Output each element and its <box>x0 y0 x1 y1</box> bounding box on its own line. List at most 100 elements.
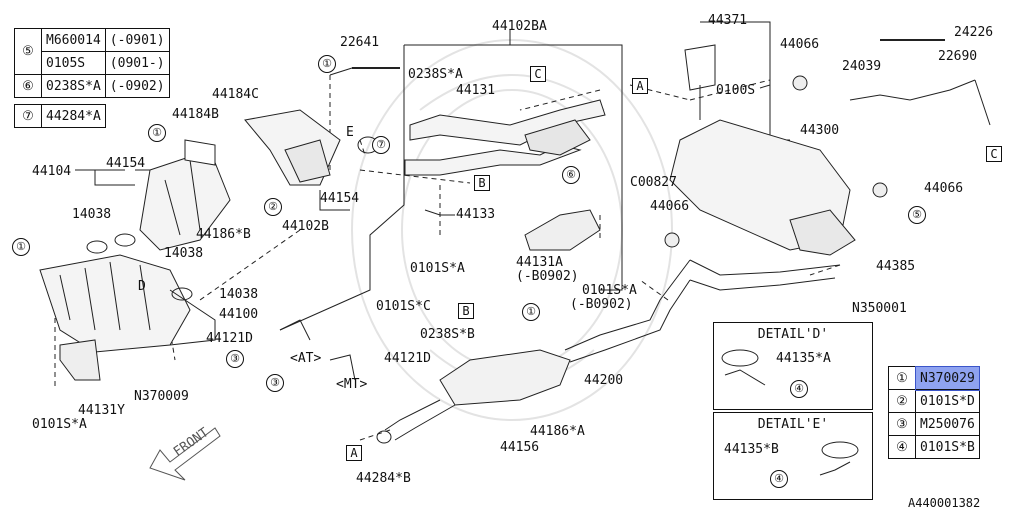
ref-square-b[interactable]: B <box>474 175 490 191</box>
part-label[interactable]: 22641 <box>340 35 380 50</box>
ref-square-c[interactable]: C <box>986 146 1002 162</box>
part-note: (-0901) <box>104 28 170 52</box>
part-label[interactable]: C00827 <box>630 175 677 190</box>
part-number[interactable]: M250076 <box>915 412 980 436</box>
part-label[interactable]: 44104 <box>32 164 72 179</box>
part-number[interactable]: 0101S*D <box>915 389 980 413</box>
table-row: ⑥ 0238S*A (-0902) <box>14 74 170 98</box>
detail-e-box: DETAIL'E' <box>713 412 873 500</box>
part-label[interactable]: 44371 <box>708 13 748 28</box>
ref-circle-3: ③ <box>888 412 916 436</box>
ref-square-a[interactable]: A <box>632 78 648 94</box>
ref-square-a[interactable]: A <box>346 445 362 461</box>
part-label[interactable]: 44066 <box>924 181 964 196</box>
top-left-part-table: ⑤ M660014 (-0901) 0105S (0901-) ⑥ 0238S*… <box>14 28 170 98</box>
part-number[interactable]: 0101S*B <box>915 435 980 459</box>
part-label[interactable]: 24039 <box>842 59 882 74</box>
part-label[interactable]: 44131A <box>516 255 563 270</box>
part-label[interactable]: 44121D <box>384 351 431 366</box>
part-label[interactable]: 14038 <box>164 246 204 261</box>
detail-ref-e: E <box>346 125 354 140</box>
ref-circle-1[interactable]: ① <box>12 238 30 256</box>
part-label[interactable]: 44385 <box>876 259 916 274</box>
front-arrow-icon <box>149 427 221 481</box>
part-label[interactable]: 44066 <box>650 199 690 214</box>
part-label[interactable]: 0101S*A <box>582 283 637 298</box>
part-label[interactable]: 44200 <box>584 373 624 388</box>
ref-square-b[interactable]: B <box>458 303 474 319</box>
ref-circle-6: ⑥ <box>14 74 42 98</box>
part-label[interactable]: 44300 <box>800 123 840 138</box>
part-label[interactable]: 44135*B <box>724 442 779 457</box>
ref-circle-5: ⑤ <box>14 28 42 75</box>
ref-circle-1[interactable]: ① <box>318 55 336 73</box>
detail-d-box: DETAIL'D' <box>713 322 873 410</box>
part-label[interactable]: 44184B <box>172 107 219 122</box>
part-note: (0901-) <box>104 51 170 75</box>
part-label[interactable]: 44133 <box>456 207 496 222</box>
ref-circle-3[interactable]: ③ <box>266 374 284 392</box>
part-number: 44284*A <box>41 104 106 128</box>
part-label[interactable]: 44131Y <box>78 403 125 418</box>
ref-circle-1[interactable]: ① <box>148 124 166 142</box>
part-label[interactable]: 44186*A <box>530 424 585 439</box>
bottom-right-part-table: ① N370029 ② 0101S*D ③ M250076 ④ 0101S*B <box>888 365 981 459</box>
ref-circle-3[interactable]: ③ <box>226 350 244 368</box>
part-label[interactable]: 44284*B <box>356 471 411 486</box>
part-label[interactable]: 14038 <box>72 207 112 222</box>
part-number: 0238S*A <box>41 74 106 98</box>
part-label[interactable]: 24226 <box>954 25 994 40</box>
detail-e-title: DETAIL'E' <box>757 417 829 432</box>
part-label[interactable]: 44154 <box>106 156 146 171</box>
part-number: M660014 <box>41 28 106 52</box>
part-note: (-B0902) <box>570 297 633 312</box>
part-number: 0105S <box>41 51 106 75</box>
variant-label-at: <AT> <box>290 351 322 366</box>
part-label[interactable]: 44135*A <box>776 351 831 366</box>
variant-label-mt: <MT> <box>336 377 368 392</box>
single-part-table: ⑦ 44284*A <box>14 104 106 128</box>
table-row: ④ 0101S*B <box>888 435 980 459</box>
part-note: (-B0902) <box>516 269 579 284</box>
ref-circle-2: ② <box>888 389 916 413</box>
ref-circle-4: ④ <box>888 435 916 459</box>
part-label[interactable]: 44131 <box>456 83 496 98</box>
detail-ref-d: D <box>138 279 146 294</box>
part-label[interactable]: 22690 <box>938 49 978 64</box>
part-label[interactable]: 44184C <box>212 87 259 102</box>
ref-circle-5[interactable]: ⑤ <box>908 206 926 224</box>
detail-d-title: DETAIL'D' <box>757 327 829 342</box>
ref-circle-4[interactable]: ④ <box>790 380 808 398</box>
table-row: 0105S (0901-) <box>15 51 170 75</box>
part-label[interactable]: 0238S*A <box>408 67 463 82</box>
ref-circle-7: ⑦ <box>14 104 42 128</box>
part-label[interactable]: 0100S <box>716 83 756 98</box>
part-label[interactable]: 44066 <box>780 37 820 52</box>
part-label[interactable]: 44186*B <box>196 227 251 242</box>
ref-circle-4[interactable]: ④ <box>770 470 788 488</box>
part-label[interactable]: 0101S*C <box>376 299 431 314</box>
ref-square-c[interactable]: C <box>530 66 546 82</box>
part-label[interactable]: 44156 <box>500 440 540 455</box>
table-row: ⑦ 44284*A <box>14 104 106 128</box>
ref-circle-7[interactable]: ⑦ <box>372 136 390 154</box>
ref-circle-1[interactable]: ① <box>522 303 540 321</box>
ref-circle-2[interactable]: ② <box>264 198 282 216</box>
part-label[interactable]: 44102B <box>282 219 329 234</box>
part-label[interactable]: 44121D <box>206 331 253 346</box>
part-label[interactable]: N350001 <box>852 301 907 316</box>
part-label[interactable]: 0101S*A <box>410 261 465 276</box>
part-label[interactable]: 0238S*B <box>420 327 475 342</box>
ref-circle-6[interactable]: ⑥ <box>562 166 580 184</box>
part-label[interactable]: 44102BA <box>492 19 547 34</box>
part-label[interactable]: 44154 <box>320 191 360 206</box>
part-label[interactable]: 44100 <box>219 307 259 322</box>
part-label[interactable]: N370009 <box>134 389 189 404</box>
part-note: (-0902) <box>104 74 170 98</box>
highlighted-part-number[interactable]: N370029 <box>914 365 981 391</box>
part-label[interactable]: 0101S*A <box>32 417 87 432</box>
part-label[interactable]: 14038 <box>219 287 259 302</box>
ref-circle-1: ① <box>888 366 916 390</box>
